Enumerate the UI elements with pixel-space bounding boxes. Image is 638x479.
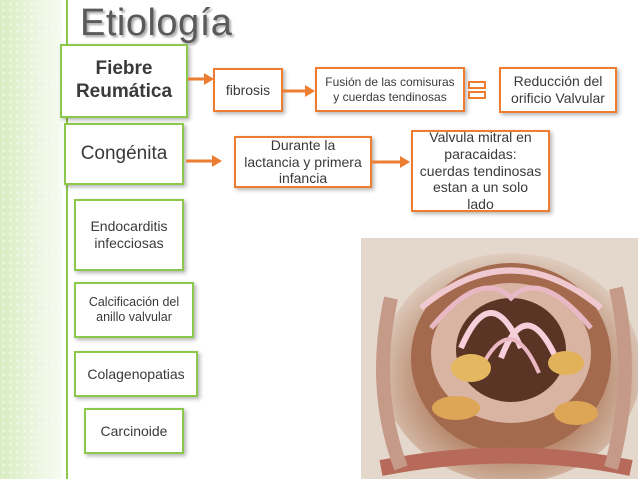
flow-reduccion-orificio: Reducción del orificio Valvular: [499, 67, 617, 113]
slide-title: Etiología: [80, 2, 233, 44]
arrow-right-icon: [283, 85, 315, 97]
cause-colagenopatias: Colagenopatias: [74, 351, 198, 397]
cause-congenita: Congénita: [64, 123, 184, 185]
cause-fiebre-reumatica: Fiebre Reumática: [60, 44, 188, 118]
cause-carcinoide: Carcinoide: [84, 408, 184, 454]
mitral-valve-photo: [361, 238, 638, 479]
arrow-right-icon: [188, 73, 214, 85]
flow-fibrosis: fibrosis: [213, 68, 283, 112]
left-decor-band: [0, 0, 62, 479]
arrow-right-icon: [372, 156, 410, 168]
cause-calcificacion: Calcificación del anillo valvular: [74, 282, 194, 338]
flow-durante-lactancia: Durante la lactancia y primera infancia: [234, 136, 372, 188]
equivalence-icon: [468, 81, 486, 99]
flow-fusion-comisuras: Fusión de las comisuras y cuerdas tendin…: [315, 67, 465, 112]
flow-valvula-paracaidas: Valvula mitral en paracaidas: cuerdas te…: [411, 129, 550, 212]
arrow-right-icon: [186, 155, 222, 167]
cause-endocarditis: Endocarditis infecciosas: [74, 199, 184, 271]
left-divider-line: [66, 0, 68, 479]
